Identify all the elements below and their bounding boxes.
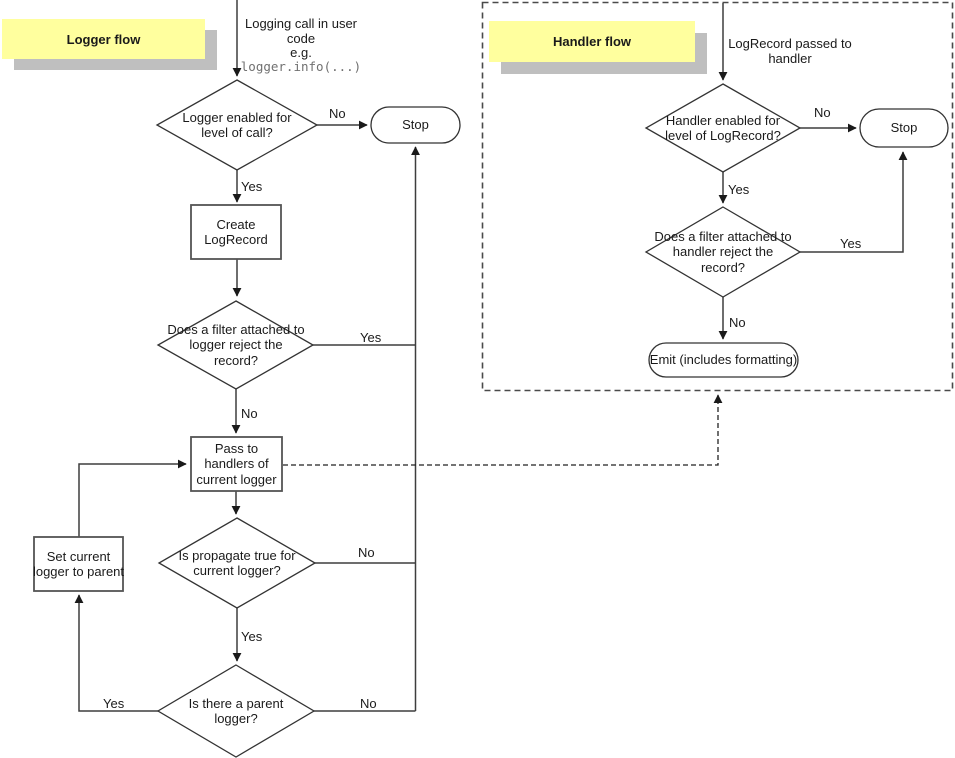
terminal-stop-handler-label: Stop — [890, 120, 918, 136]
decision-propagate — [157, 517, 317, 609]
terminal-stop-logger-label: Stop — [402, 117, 429, 133]
process-create-logrecord-label: Create LogRecord — [204, 216, 268, 247]
decision-logger-enabled-label: Logger enabled for level of call? — [182, 109, 292, 140]
terminal-stop-logger — [370, 106, 461, 144]
decision-logger-filter-label: Does a filter attached to logger reject … — [167, 322, 305, 368]
handler-flow-title-label: Handler flow — [552, 34, 631, 49]
terminal-emit-label: Emit (includes formatting) — [649, 352, 798, 368]
process-pass-to-handlers-label: Pass to handlers of current logger — [196, 441, 277, 487]
process-set-current-logger — [33, 536, 124, 592]
terminal-stop-handler — [859, 108, 949, 148]
decision-handler-enabled — [644, 83, 802, 173]
process-set-current-logger-label: Set current logger to parent — [32, 548, 125, 579]
edge-label-parent-yes: Yes — [103, 696, 125, 711]
pass-to-handler-dashed-connector — [283, 394, 723, 466]
logger-entry-text: Logging call in user code — [244, 16, 358, 47]
logger-flow-connectors — [74, 0, 420, 712]
edge-label-propagate-no: No — [358, 545, 375, 560]
handler-entry-text: LogRecord passed to handler — [728, 36, 852, 67]
edge-label-logger-filter-yes: Yes — [360, 330, 382, 345]
edge-label-handler-enabled-no: No — [814, 105, 831, 120]
logger-entry-code: logger.info(...) — [240, 59, 362, 75]
edge-label-handler-enabled-yes: Yes — [728, 182, 750, 197]
decision-parent-logger-label: Is there a parent logger? — [188, 695, 284, 726]
handler-flow-title: Handler flow — [489, 21, 695, 62]
edge-label-handler-filter-yes: Yes — [840, 236, 862, 251]
handler-flow-border — [481, 1, 954, 392]
decision-parent-logger — [156, 664, 316, 758]
handler-flow-connectors — [718, 3, 908, 340]
decision-logger-filter — [156, 300, 315, 390]
edge-label-handler-filter-no: No — [729, 315, 746, 330]
logger-entry-eg: e.g. — [290, 45, 312, 61]
edge-label-logger-enabled-yes: Yes — [241, 179, 263, 194]
edge-label-propagate-yes: Yes — [241, 629, 263, 644]
decision-handler-enabled-label: Handler enabled for level of LogRecord? — [665, 112, 781, 143]
decision-propagate-label: Is propagate true for current logger? — [178, 547, 296, 578]
decision-logger-enabled — [155, 79, 319, 171]
decision-handler-filter-label: Does a filter attached to handler reject… — [654, 229, 792, 275]
edge-label-logger-enabled-no: No — [329, 106, 346, 121]
edge-label-parent-no: No — [360, 696, 377, 711]
terminal-emit — [648, 342, 799, 378]
decision-handler-filter — [644, 206, 802, 298]
process-pass-to-handlers — [190, 436, 283, 492]
edge-label-logger-filter-no: No — [241, 406, 258, 421]
logger-flow-title-label: Logger flow — [66, 31, 141, 47]
process-create-logrecord — [190, 204, 282, 260]
logger-flow-title: Logger flow — [2, 19, 205, 59]
